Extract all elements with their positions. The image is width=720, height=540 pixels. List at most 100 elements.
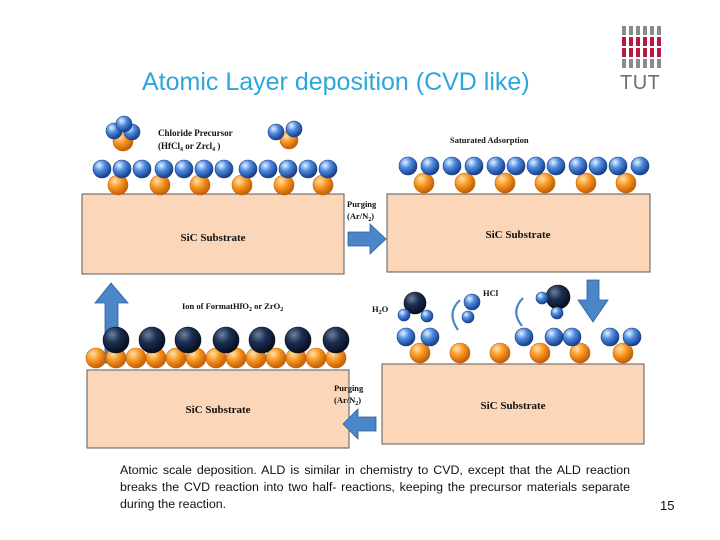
metal-atom xyxy=(615,172,637,194)
metal-atom xyxy=(449,342,471,364)
logo-bar xyxy=(636,37,640,46)
logo-bar xyxy=(636,26,640,35)
substrate-label-top-left: SiC Substrate xyxy=(180,232,245,244)
logo-bar xyxy=(657,59,661,68)
metal-atom xyxy=(413,172,435,194)
logo-bars-icon xyxy=(622,26,661,68)
purge-top-line2: (Ar/N2) xyxy=(347,211,374,223)
oxygen-atom xyxy=(403,291,427,315)
metal-atom xyxy=(149,174,171,196)
logo-bar xyxy=(622,37,626,46)
substrate-top-left xyxy=(81,193,345,275)
chlorine-atom xyxy=(568,156,588,176)
ion-format-heading: Ion of FormatHfO2 or ZrO2 xyxy=(182,301,283,313)
logo-bar xyxy=(629,26,633,35)
chlorine-atom xyxy=(506,156,526,176)
metal-atom xyxy=(575,172,597,194)
substrate-label-top-right: SiC Substrate xyxy=(485,229,550,241)
logo-bar xyxy=(622,48,626,57)
reaction-curve-right-icon xyxy=(515,297,524,327)
chlorine-atom xyxy=(238,159,258,179)
metal-atom xyxy=(529,342,551,364)
logo-bar xyxy=(650,48,654,57)
logo-bar xyxy=(629,48,633,57)
chlorine-atom xyxy=(535,291,549,305)
metal-atom xyxy=(569,342,591,364)
purge-bottom-line2: (Ar/N2) xyxy=(334,395,361,407)
chlorine-atom xyxy=(112,159,132,179)
metal-atom xyxy=(454,172,476,194)
substrate-label-bottom-left: SiC Substrate xyxy=(185,404,250,416)
chloride-precursor-formula: (HfCl4 or Zrcl4 ) xyxy=(158,141,220,153)
substrate-bottom-left xyxy=(86,369,350,449)
chlorine-atom xyxy=(258,159,278,179)
logo-bar xyxy=(636,59,640,68)
slide-caption: Atomic scale deposition. ALD is similar … xyxy=(120,463,630,511)
chlorine-atom xyxy=(318,159,338,179)
substrate-top-right xyxy=(386,193,651,273)
oxygen-atom xyxy=(174,326,202,354)
chloride-precursor-label: Chloride Precursor xyxy=(158,128,233,138)
metal-atom xyxy=(534,172,556,194)
logo-bar xyxy=(643,26,647,35)
substrate-label-bottom-right: SiC Substrate xyxy=(480,400,545,412)
oxygen-atom xyxy=(248,326,276,354)
chlorine-atom xyxy=(115,115,133,133)
metal-atom xyxy=(265,347,287,369)
metal-atom xyxy=(85,347,107,369)
chlorine-atom xyxy=(214,159,234,179)
arrow-down-icon xyxy=(577,279,609,323)
logo-bar xyxy=(622,26,626,35)
chlorine-atom xyxy=(463,293,481,311)
chlorine-atom xyxy=(588,156,608,176)
purge-bottom-line1: Purging xyxy=(334,383,364,393)
oxygen-atom xyxy=(545,284,571,310)
logo-bar xyxy=(643,37,647,46)
metal-atom xyxy=(489,342,511,364)
oxygen-atom xyxy=(212,326,240,354)
h2o-label: H2O xyxy=(372,304,389,316)
chlorine-atom xyxy=(420,309,434,323)
chlorine-atom xyxy=(486,156,506,176)
arrow-left-icon xyxy=(342,408,377,440)
saturated-adsorption-heading: Saturated Adsorption xyxy=(450,135,529,145)
page-number: 15 xyxy=(660,498,675,513)
chlorine-atom xyxy=(194,159,214,179)
metal-atom xyxy=(189,174,211,196)
chlorine-atom xyxy=(298,159,318,179)
logo-bar xyxy=(643,59,647,68)
chlorine-atom xyxy=(442,156,462,176)
chlorine-atom xyxy=(622,327,642,347)
chlorine-atom xyxy=(420,156,440,176)
metal-atom xyxy=(273,174,295,196)
logo-bar xyxy=(657,37,661,46)
chlorine-atom xyxy=(514,327,534,347)
chlorine-atom xyxy=(398,156,418,176)
chlorine-atom xyxy=(396,327,416,347)
chlorine-atom xyxy=(267,123,285,141)
arrow-right-icon xyxy=(347,223,387,255)
chlorine-atom xyxy=(600,327,620,347)
chlorine-atom xyxy=(132,159,152,179)
metal-atom xyxy=(612,342,634,364)
chlorine-atom xyxy=(278,159,298,179)
chlorine-atom xyxy=(630,156,650,176)
metal-atom xyxy=(305,347,327,369)
oxygen-atom xyxy=(284,326,312,354)
logo-bar xyxy=(657,26,661,35)
logo-bar xyxy=(657,48,661,57)
logo-text: TUT xyxy=(620,72,661,94)
slide-title: Atomic Layer deposition (CVD like) xyxy=(142,68,530,96)
logo-bar xyxy=(650,37,654,46)
atoms-layer xyxy=(85,115,650,369)
chlorine-atom xyxy=(174,159,194,179)
logo-bar xyxy=(643,48,647,57)
logo-bar xyxy=(636,48,640,57)
metal-atom xyxy=(107,174,129,196)
chlorine-atom xyxy=(420,327,440,347)
chlorine-atom xyxy=(92,159,112,179)
oxygen-atom xyxy=(138,326,166,354)
logo-bar xyxy=(622,59,626,68)
purge-top-line1: Purging xyxy=(347,199,377,209)
logo-bar xyxy=(650,59,654,68)
